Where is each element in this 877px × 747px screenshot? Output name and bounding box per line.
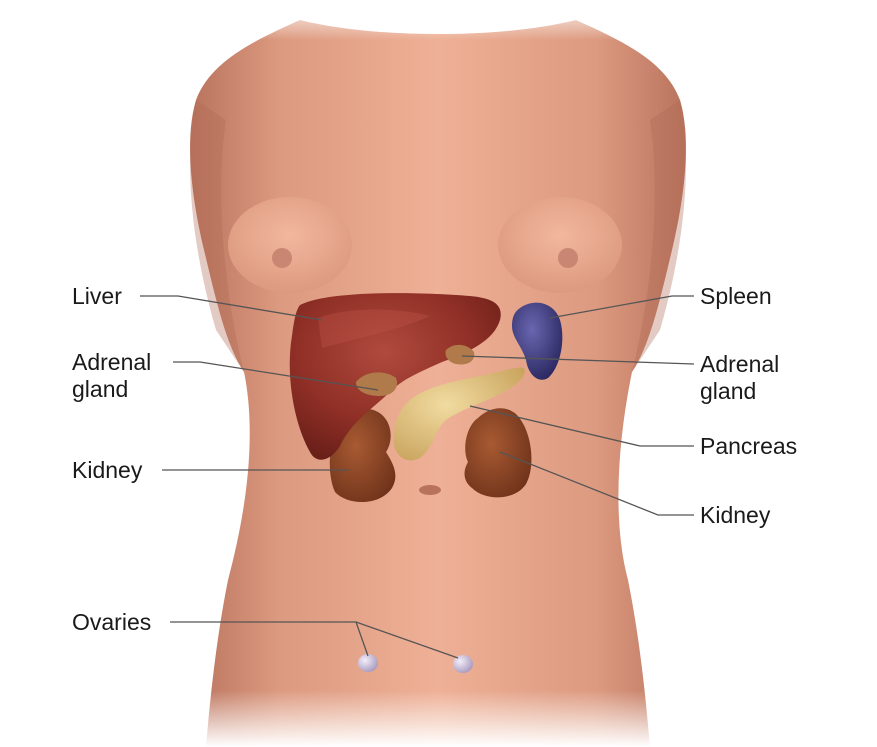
- label-pancreas: Pancreas: [700, 433, 797, 460]
- navel: [419, 485, 441, 495]
- label-adrenal-left-line2: gland: [72, 376, 151, 403]
- left-breast: [228, 197, 352, 293]
- label-adrenal-left-line1: Adrenal: [72, 349, 151, 376]
- right-breast: [498, 197, 622, 293]
- bottom-fade: [0, 690, 877, 747]
- left-nipple: [272, 248, 292, 268]
- label-ovaries: Ovaries: [72, 609, 151, 636]
- label-kidney-right: Kidney: [700, 502, 770, 529]
- left-ovary: [358, 654, 378, 672]
- right-kidney: [465, 408, 532, 497]
- torso: [190, 20, 686, 747]
- right-nipple: [558, 248, 578, 268]
- label-liver: Liver: [72, 283, 122, 310]
- label-adrenal-right-line2: gland: [700, 378, 779, 405]
- top-fade: [0, 0, 877, 40]
- label-adrenal-gland-right: Adrenal gland: [700, 351, 779, 405]
- label-spleen: Spleen: [700, 283, 772, 310]
- label-adrenal-right-line1: Adrenal: [700, 351, 779, 378]
- label-kidney-left: Kidney: [72, 457, 142, 484]
- label-adrenal-gland-left: Adrenal gland: [72, 349, 151, 403]
